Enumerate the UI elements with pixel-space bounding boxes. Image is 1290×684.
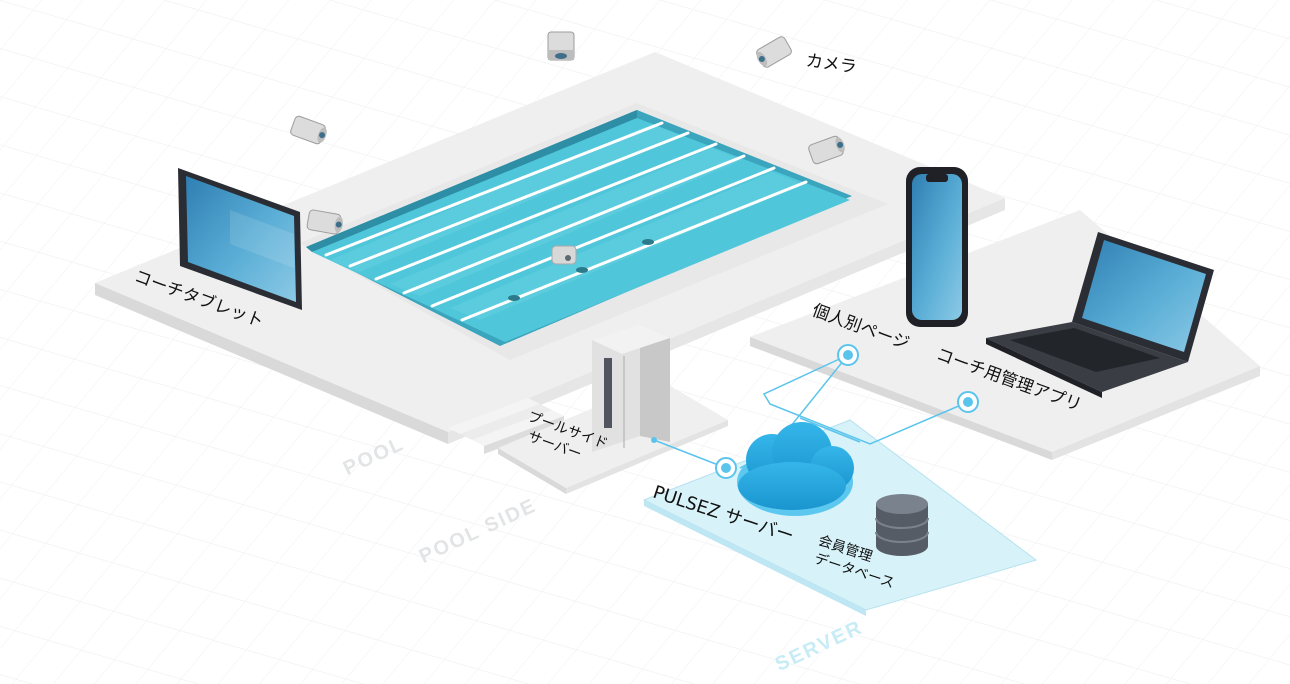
link-node-icon [957,391,979,413]
laptop-icon [986,232,1214,398]
database-icon [875,494,929,556]
link-node-icon [715,457,737,479]
link-node-icon [837,344,859,366]
underwater-camera-icon [551,245,577,265]
smartphone-icon [906,167,968,327]
camera-icon [808,135,845,165]
pool [300,103,888,360]
camera-icon [306,209,343,235]
camera-icon [547,31,575,61]
server-rack-icon [592,324,670,452]
link-node-icon [651,437,657,443]
pool-steps [448,398,564,454]
cloud-icon [737,422,854,516]
tablet-icon [178,168,302,310]
camera-icon [290,115,327,145]
camera-icon [756,36,792,68]
